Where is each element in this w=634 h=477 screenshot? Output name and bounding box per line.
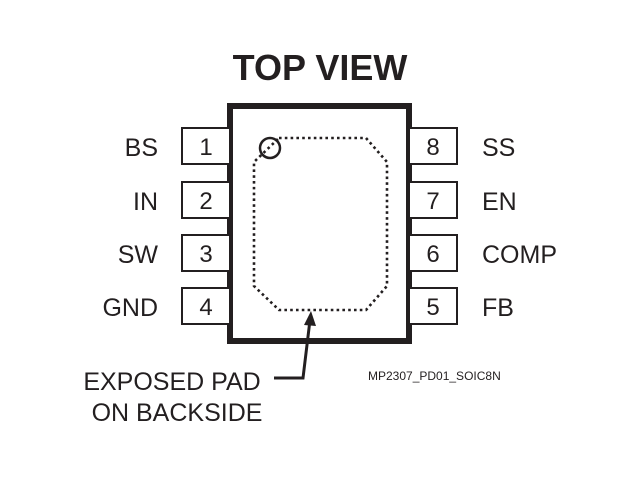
right-pin-name: EN	[482, 188, 517, 216]
right-pin-number: 6	[426, 241, 439, 268]
left-pin-name: GND	[102, 294, 158, 322]
right-pin-number: 8	[426, 134, 439, 161]
left-pin-name: IN	[133, 188, 158, 216]
diagram-title: TOP VIEW	[233, 47, 408, 88]
left-pin-number: 2	[199, 188, 212, 215]
left-pin-box	[181, 234, 231, 272]
right-pin-7: 7 EN	[408, 181, 517, 219]
package-body	[227, 103, 412, 344]
left-pin-2: 2 IN	[133, 181, 231, 219]
left-pin-4: 4 GND	[102, 287, 231, 325]
right-pin-8: 8 SS	[408, 127, 515, 165]
right-pin-name: SS	[482, 134, 515, 162]
leader-line	[274, 319, 312, 380]
left-pin-3: 3 SW	[118, 234, 231, 272]
left-pin-box	[181, 287, 231, 325]
left-pin-box	[181, 181, 231, 219]
left-pin-box	[181, 127, 231, 165]
exposed-pad-outline	[252, 136, 389, 312]
left-pin-number: 4	[199, 294, 212, 321]
pin1-marker-icon	[258, 136, 282, 160]
left-pin-name: SW	[118, 241, 159, 269]
right-pin-box	[408, 181, 458, 219]
left-pin-1: 1 BS	[125, 127, 231, 165]
exposed-pad-label-line1: EXPOSED PAD	[83, 368, 260, 396]
left-pin-number: 1	[199, 134, 212, 161]
right-pin-number: 5	[426, 294, 439, 321]
right-pin-name: COMP	[482, 241, 557, 269]
arrow-icon	[304, 311, 316, 326]
left-pin-name: BS	[125, 134, 158, 162]
right-pin-box	[408, 287, 458, 325]
right-pin-6: 6 COMP	[408, 234, 557, 272]
right-pin-5: 5 FB	[408, 287, 514, 325]
drawing-reference-code: MP2307_PD01_SOIC8N	[368, 369, 501, 383]
right-pin-name: FB	[482, 294, 514, 322]
right-pin-box	[408, 127, 458, 165]
right-pin-box	[408, 234, 458, 272]
exposed-pad-label-line2: ON BACKSIDE	[92, 399, 263, 427]
right-pin-number: 7	[426, 188, 439, 215]
left-pin-number: 3	[199, 241, 212, 268]
